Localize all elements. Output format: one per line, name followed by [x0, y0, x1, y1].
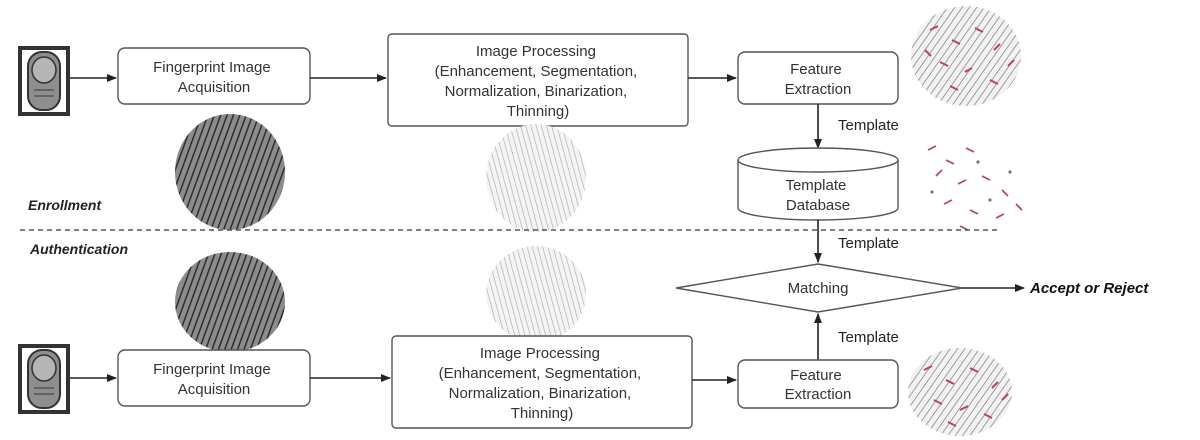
authentication-section-label: Authentication — [29, 241, 128, 257]
template-database-label: Template Database — [785, 177, 850, 214]
enroll-minutiae-map-image — [911, 6, 1021, 106]
stored-minutiae-image — [927, 145, 1023, 231]
template-database: Template Database — [737, 147, 899, 221]
enroll-extraction-box: Feature Extraction — [737, 51, 899, 105]
auth-processing-label: Image Processing (Enhancement, Segmentat… — [439, 345, 646, 422]
enroll-processing-label: Image Processing (Enhancement, Segmentat… — [435, 43, 642, 120]
matching-label: Matching — [788, 280, 849, 297]
enroll-raw-fingerprint-image — [175, 114, 285, 230]
auth-processing-box: Image Processing (Enhancement, Segmentat… — [391, 335, 693, 429]
auth-thinned-fingerprint-image — [486, 246, 586, 342]
auth-acquisition-box: Fingerprint Image Acquisition — [117, 349, 311, 407]
enroll-processing-box: Image Processing (Enhancement, Segmentat… — [387, 33, 689, 127]
auth-minutiae-map-image — [908, 348, 1012, 436]
auth-acquisition-label: Fingerprint Image Acquisition — [153, 361, 275, 398]
auth-raw-fingerprint-image — [175, 252, 285, 352]
auth-extraction-box: Feature Extraction — [737, 359, 899, 409]
auth-extraction-label: Feature Extraction — [785, 367, 852, 403]
auth-scanner-icon — [18, 344, 70, 414]
auth-template-from-extraction-label: Template — [838, 329, 899, 346]
enroll-scanner-icon — [18, 46, 70, 116]
enroll-acquisition-box: Fingerprint Image Acquisition — [117, 47, 311, 105]
accept-or-reject-result: Accept or Reject — [1029, 280, 1149, 297]
enroll-template-label: Template — [838, 117, 899, 134]
enroll-thinned-fingerprint-image — [486, 124, 586, 232]
auth-template-from-database-label: Template — [838, 235, 899, 252]
enroll-extraction-label: Feature Extraction — [785, 61, 852, 98]
enroll-acquisition-label: Fingerprint Image Acquisition — [153, 59, 275, 96]
enrollment-section-label: Enrollment — [28, 197, 102, 213]
matching-diamond: Matching — [675, 263, 963, 313]
